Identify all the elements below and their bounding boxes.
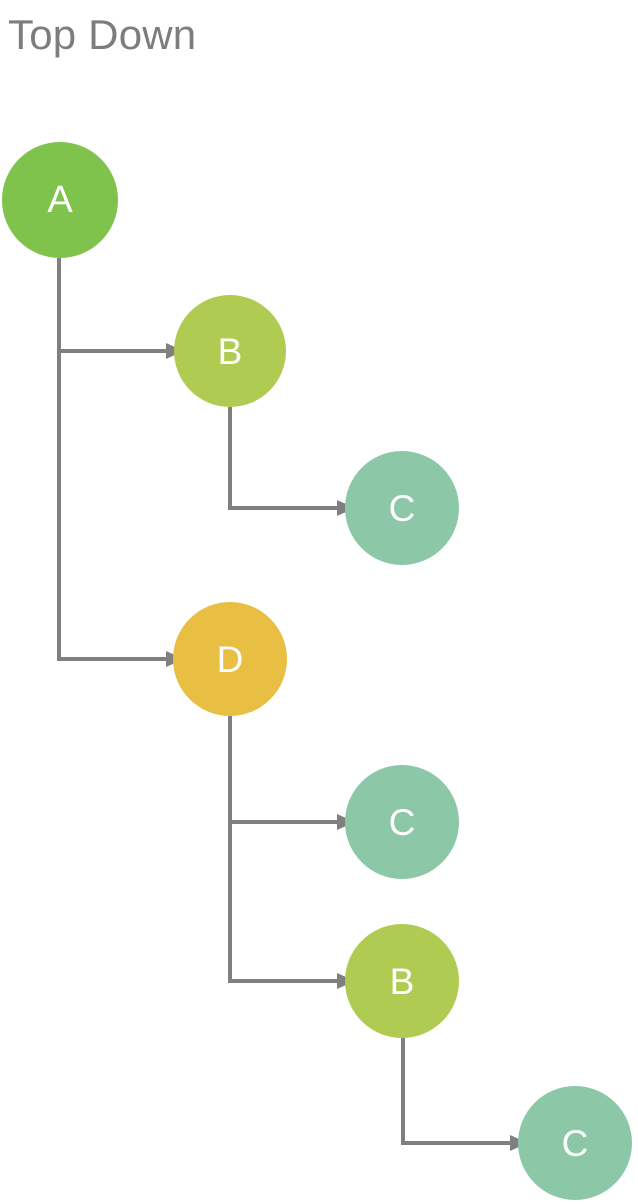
edge-n1-to-n2 — [57, 258, 184, 359]
node-label: A — [47, 179, 73, 221]
node-c[interactable]: C — [345, 765, 459, 879]
node-b[interactable]: B — [345, 924, 459, 1038]
node-label: C — [388, 487, 416, 529]
node-b[interactable]: B — [174, 295, 286, 407]
node-label: D — [216, 638, 244, 680]
node-label: B — [217, 330, 243, 372]
edge-n4-to-n6 — [228, 716, 355, 989]
node-a[interactable]: A — [2, 142, 118, 258]
node-c[interactable]: C — [518, 1086, 632, 1200]
edge-n4-to-n5 — [228, 716, 355, 830]
page-title: Top Down — [8, 11, 197, 58]
edge-n2-to-n3 — [228, 407, 355, 516]
edge-n1-to-n4 — [57, 258, 184, 667]
node-c[interactable]: C — [345, 451, 459, 565]
node-label: C — [561, 1122, 589, 1164]
edge-n6-to-n7 — [401, 1038, 528, 1151]
node-d[interactable]: D — [173, 602, 287, 716]
node-label: B — [389, 960, 415, 1002]
node-label: C — [388, 801, 416, 843]
